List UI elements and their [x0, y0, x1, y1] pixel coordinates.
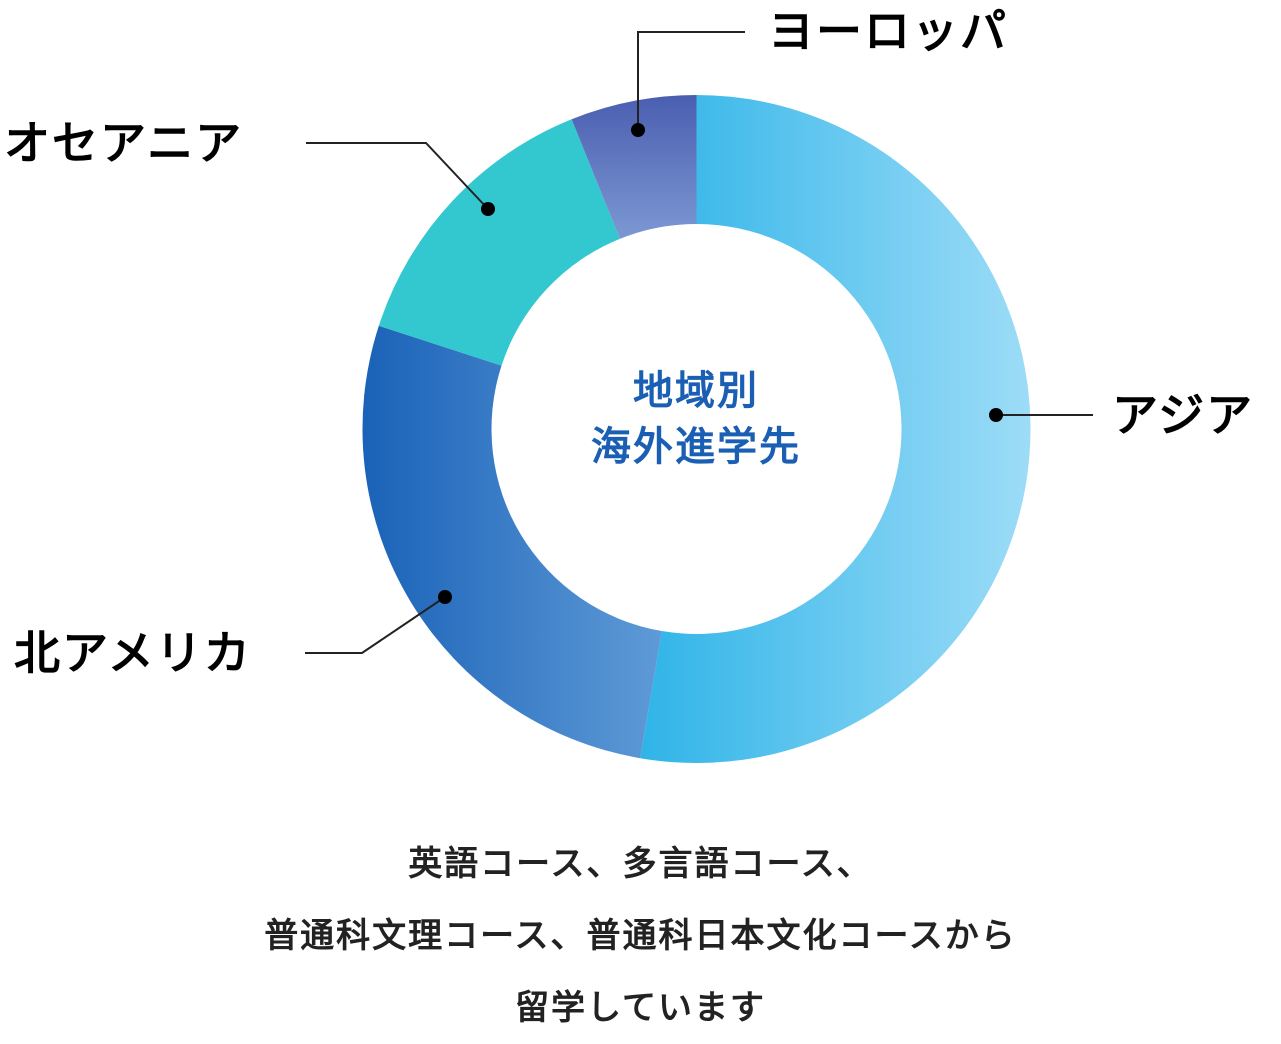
segment-oceania	[378, 119, 620, 366]
segment-north-america	[362, 325, 662, 759]
caption-line2: 普通科文理コース、普通科日本文化コースから	[264, 916, 1017, 956]
center-title-line1: 地域別	[633, 368, 759, 414]
marker-dot-north-america	[438, 590, 452, 604]
segment-europe	[571, 95, 697, 239]
marker-dot-oceania	[481, 202, 495, 216]
caption: 英語コース、多言語コース、 普通科文理コース、普通科日本文化コースから 留学して…	[0, 828, 1281, 1044]
caption-line1: 英語コース、多言語コース、	[408, 844, 873, 884]
marker-dot-asia	[989, 408, 1003, 422]
label-europe: ヨーロッパ	[768, 4, 1008, 58]
segment-asia	[640, 95, 1031, 763]
center-title-line2: 海外進学先	[591, 424, 801, 470]
leader-line-north-america	[305, 596, 446, 654]
chart-center-title: 地域別 海外進学先	[496, 363, 896, 475]
label-oceania: オセアニア	[4, 116, 244, 170]
leader-line-europe	[637, 31, 745, 130]
leader-line-oceania	[306, 142, 489, 210]
label-north-america: 北アメリカ	[14, 626, 252, 680]
leader-lines	[305, 31, 1093, 654]
marker-dot-europe	[631, 123, 645, 137]
label-asia: アジア	[1112, 388, 1255, 442]
caption-line3: 留学しています	[515, 988, 766, 1028]
